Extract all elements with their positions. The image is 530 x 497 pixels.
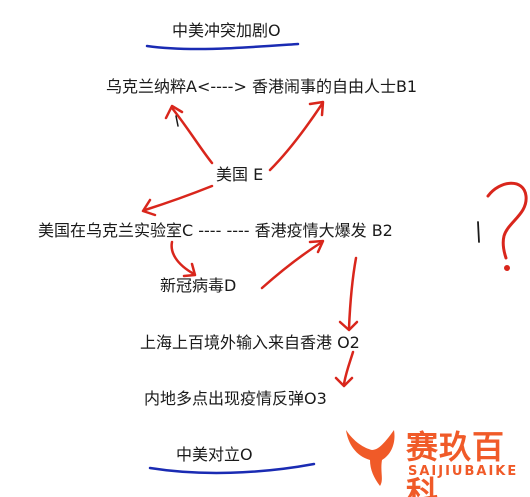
- node-c-b2: 美国在乌克兰实验室C ---- ---- 香港疫情大爆发 B2: [38, 221, 393, 240]
- underline-top: [145, 42, 300, 51]
- arrow-b2-to-o2: [347, 256, 358, 330]
- arrow-o2-to-o3: [342, 350, 355, 386]
- arrow-e-to-b1: [268, 102, 324, 172]
- underline-bottom: [148, 462, 316, 475]
- arrow-e-to-a: [170, 106, 214, 165]
- arrow-e-to-c: [143, 184, 214, 212]
- node-o-title: 中美冲突加剧O: [172, 21, 281, 40]
- watermark-whale-tail-icon: [346, 430, 395, 486]
- node-e: 美国 E: [216, 165, 264, 184]
- question-mark-icon: [486, 181, 528, 260]
- watermark-cn: 赛玖百科: [406, 428, 506, 497]
- node-o2: 上海上百境外输入来自香港 O2: [140, 333, 360, 352]
- node-o3: 内地多点出现疫情反弹O3: [144, 389, 327, 408]
- node-o-bottom: 中美对立O: [176, 445, 253, 464]
- watermark: 赛玖百科 SAIJIUBAIKE: [340, 420, 530, 497]
- node-d: 新冠病毒D: [160, 276, 237, 295]
- arrow-c-to-d: [170, 240, 196, 276]
- arrow-d-to-b2: [260, 240, 324, 290]
- watermark-en: SAIJIUBAIKE: [408, 464, 519, 479]
- node-a-b1: 乌克兰纳粹A<----> 香港闹事的自由人士B1: [106, 77, 418, 96]
